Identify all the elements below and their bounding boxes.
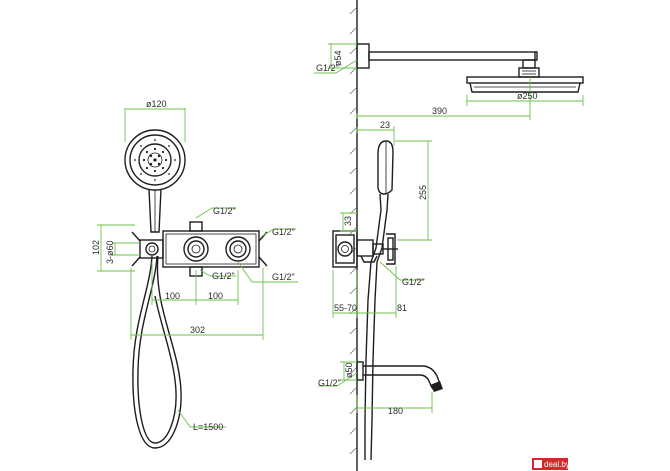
label-55-70: 55-70 (334, 303, 357, 313)
label-g12-spout: G1/2" (318, 378, 341, 388)
label-302: 302 (190, 325, 205, 335)
label-255: 255 (418, 185, 428, 200)
dimension-labels: ø54 G1/2" ø250 390 ø120 23 255 G1/2" G1/… (91, 50, 538, 432)
watermark-text: deal.by (544, 460, 570, 469)
label-g12-c: G1/2" (272, 272, 295, 282)
hose (132, 255, 182, 449)
label-d120: ø120 (146, 99, 167, 109)
front-dimensions (97, 108, 298, 428)
label-g12-d: G1/2" (212, 271, 235, 281)
hand-shower-front (124, 129, 186, 233)
label-d250: ø250 (517, 91, 538, 101)
label-g12-right: G1/2" (402, 277, 425, 287)
label-390: 390 (432, 106, 447, 116)
overhead-shower-arm (356, 43, 540, 78)
mixer-front (131, 221, 268, 277)
label-g12-b: G1/2" (272, 227, 295, 237)
label-100b: 100 (208, 291, 223, 301)
label-180: 180 (388, 406, 403, 416)
label-g12-a: G1/2" (213, 206, 236, 216)
rain-shower-head (466, 76, 584, 93)
label-81: 81 (397, 303, 407, 313)
watermark: deal.by (532, 458, 570, 470)
mixer-side-body (332, 230, 398, 268)
label-d54: ø54 (333, 50, 343, 66)
side-dimensions (318, 126, 433, 413)
label-g12-top: G1/2" (316, 63, 339, 73)
label-100a: 100 (165, 291, 180, 301)
label-33: 33 (343, 216, 353, 226)
label-d50: ø50 (344, 362, 354, 378)
label-23: 23 (380, 120, 390, 130)
label-hose: L=1500 (193, 422, 223, 432)
label-3xd60: 3-ø60 (105, 240, 115, 264)
overhead-dimensions (314, 43, 584, 120)
hand-shower-side (364, 140, 394, 461)
bath-spout (356, 361, 443, 392)
label-102: 102 (91, 240, 101, 255)
